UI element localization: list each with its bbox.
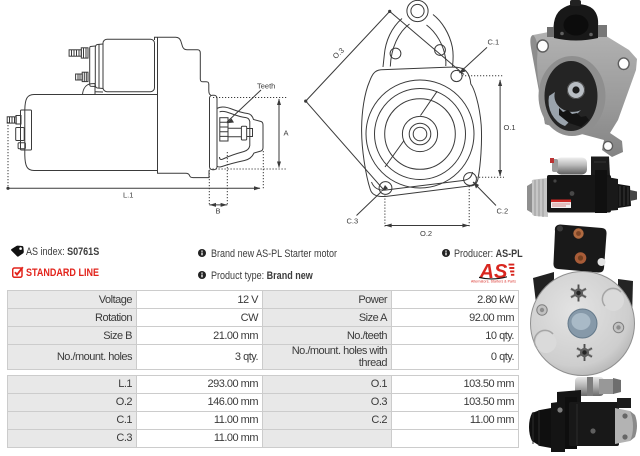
svg-text:O.3: O.3 xyxy=(331,46,346,61)
svg-text:A: A xyxy=(284,129,289,138)
svg-text:O.2: O.2 xyxy=(420,229,432,236)
svg-text:C.3: C.3 xyxy=(347,216,359,225)
svg-text:Alternators, Starters & Parts: Alternators, Starters & Parts xyxy=(471,280,516,284)
svg-text:AS: AS xyxy=(479,261,508,283)
svg-text:Teeth: Teeth xyxy=(257,82,275,91)
svg-text:C.2: C.2 xyxy=(497,207,509,216)
svg-text:C.1: C.1 xyxy=(488,37,500,46)
svg-text:O.1: O.1 xyxy=(504,123,516,132)
svg-text:B: B xyxy=(216,207,221,216)
svg-text:L.1: L.1 xyxy=(123,191,133,200)
